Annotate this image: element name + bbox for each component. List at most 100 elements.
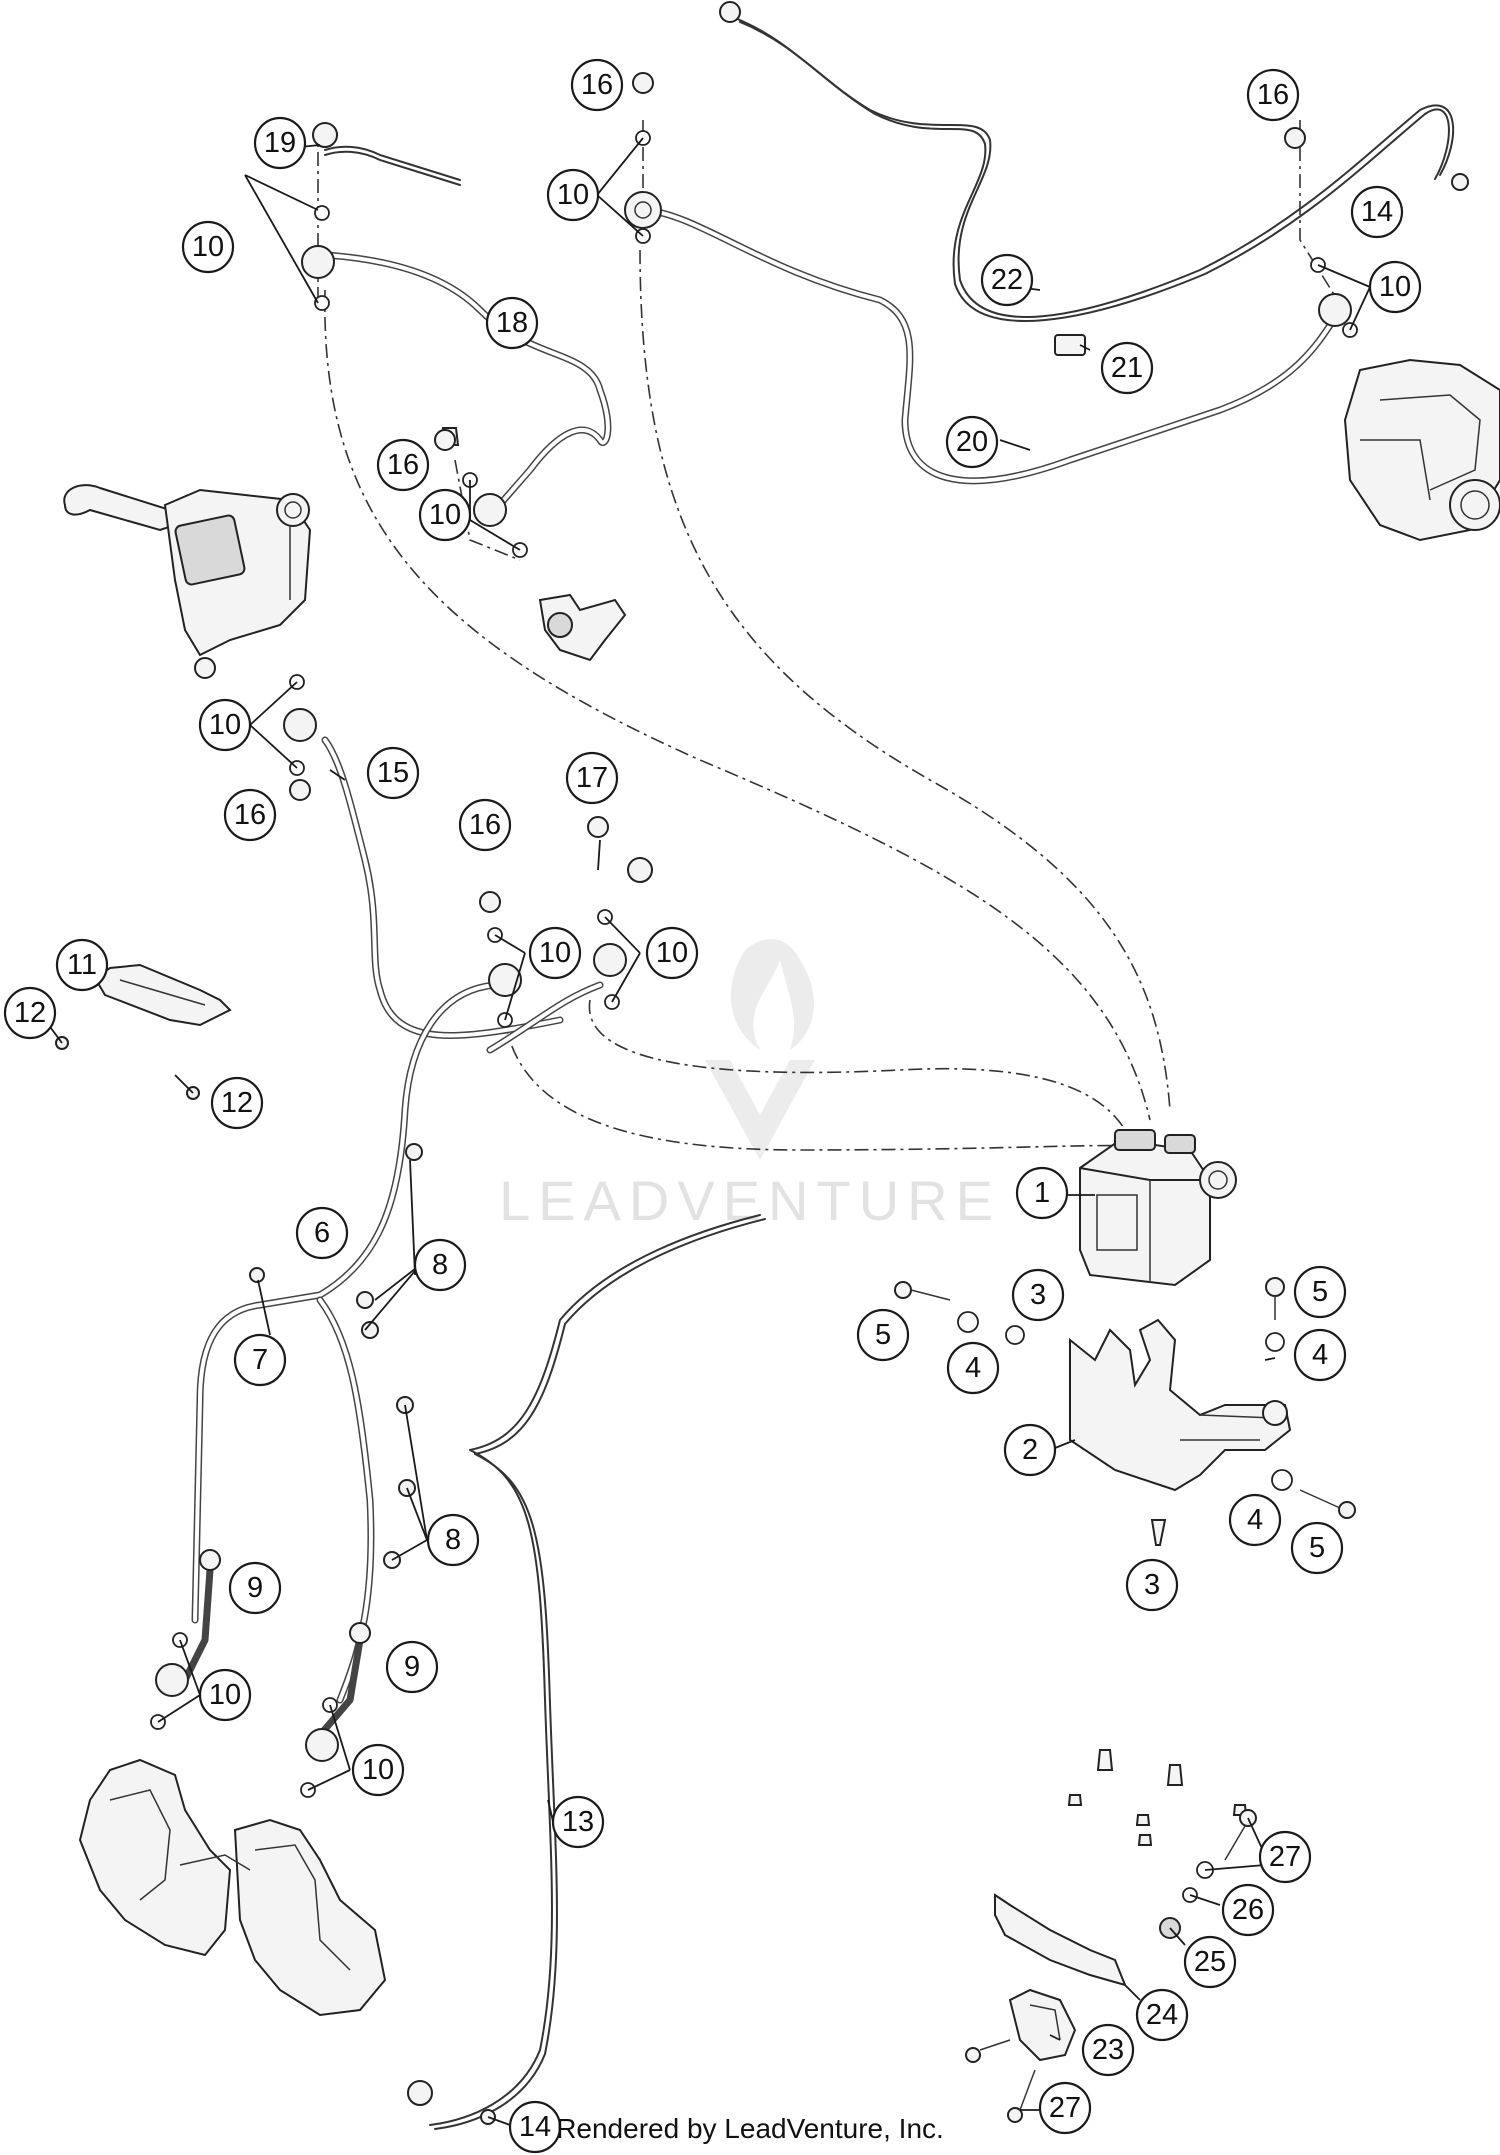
callout-8: 8 [426, 1513, 480, 1567]
callout-18: 18 [485, 296, 539, 350]
callout-10: 10 [546, 168, 600, 222]
svg-text:12: 12 [14, 997, 46, 1029]
callout-5: 5 [1293, 1265, 1347, 1319]
svg-text:27: 27 [1269, 1841, 1301, 1873]
svg-text:16: 16 [234, 799, 266, 831]
callout-10: 10 [198, 1668, 252, 1722]
svg-text:19: 19 [264, 127, 296, 159]
svg-text:3: 3 [1144, 1569, 1160, 1601]
svg-text:18: 18 [496, 307, 528, 339]
callout-14: 14 [1350, 185, 1404, 239]
svg-text:10: 10 [362, 1754, 394, 1786]
callout-5: 5 [1290, 1521, 1344, 1575]
callout-7: 7 [233, 1333, 287, 1387]
callout-1: 1 [1015, 1166, 1069, 1220]
callout-3: 3 [1011, 1268, 1065, 1322]
callout-10: 10 [418, 488, 472, 542]
callout-16: 16 [223, 788, 277, 842]
callout-16: 16 [1246, 68, 1300, 122]
watermark: LEADVENTURE [499, 939, 1001, 1232]
callout-2: 2 [1003, 1423, 1057, 1477]
callout-22: 22 [980, 253, 1034, 307]
footer-credit: Rendered by LeadVenture, Inc. [556, 2113, 944, 2144]
svg-text:2: 2 [1022, 1434, 1038, 1466]
callouts: 1 2 3 3 4 4 4 5 5 5 6 7 8 8 9 9 10 10 10… [3, 58, 1422, 2154]
svg-text:5: 5 [1312, 1276, 1328, 1308]
svg-text:4: 4 [965, 1352, 981, 1384]
callout-19: 19 [253, 116, 307, 170]
svg-text:26: 26 [1232, 1894, 1264, 1926]
svg-text:8: 8 [432, 1249, 448, 1281]
callout-17: 17 [565, 751, 619, 805]
svg-text:8: 8 [445, 1524, 461, 1556]
callout-10: 10 [528, 926, 582, 980]
svg-text:24: 24 [1146, 1999, 1178, 2031]
svg-text:9: 9 [404, 1651, 420, 1683]
svg-text:10: 10 [192, 231, 224, 263]
callout-5: 5 [856, 1308, 910, 1362]
callout-10: 10 [181, 220, 235, 274]
callout-4: 4 [1228, 1493, 1282, 1547]
callout-6: 6 [295, 1206, 349, 1260]
watermark-text: LEADVENTURE [499, 1169, 1001, 1232]
svg-text:14: 14 [519, 2111, 551, 2143]
callout-3: 3 [1125, 1558, 1179, 1612]
front-brake-caliper-upper [1343, 358, 1500, 542]
svg-text:10: 10 [557, 179, 589, 211]
callout-20: 20 [945, 415, 999, 469]
svg-text:3: 3 [1030, 1279, 1046, 1311]
svg-text:6: 6 [314, 1217, 330, 1249]
svg-text:17: 17 [576, 762, 608, 794]
callout-25: 25 [1183, 1935, 1237, 1989]
front-brake-calipers-lower [78, 1758, 387, 2017]
abs-bracket [1069, 1318, 1292, 1492]
sensor-wiring [317, 120, 1351, 1151]
callout-21: 21 [1100, 341, 1154, 395]
callout-24: 24 [1135, 1988, 1189, 2042]
callout-8: 8 [413, 1238, 467, 1292]
svg-text:4: 4 [1247, 1504, 1263, 1536]
callout-15: 15 [366, 746, 420, 800]
svg-text:16: 16 [469, 809, 501, 841]
callout-16: 16 [458, 798, 512, 852]
svg-text:12: 12 [221, 1087, 253, 1119]
svg-text:10: 10 [539, 937, 571, 969]
rear-abs-sensor-assembly [965, 1749, 1257, 2123]
callout-11: 11 [55, 938, 109, 992]
callout-27: 27 [1258, 1830, 1312, 1884]
svg-text:25: 25 [1194, 1946, 1226, 1978]
svg-text:5: 5 [875, 1319, 891, 1351]
svg-text:21: 21 [1111, 352, 1143, 384]
svg-text:20: 20 [956, 426, 988, 458]
callout-10: 10 [351, 1743, 405, 1797]
callout-26: 26 [1221, 1883, 1275, 1937]
svg-text:16: 16 [581, 69, 613, 101]
callout-9: 9 [228, 1561, 282, 1615]
callout-16: 16 [376, 438, 430, 492]
svg-text:14: 14 [1361, 196, 1393, 228]
svg-text:15: 15 [377, 757, 409, 789]
svg-text:7: 7 [252, 1344, 268, 1376]
callout-12: 12 [3, 986, 57, 1040]
svg-text:10: 10 [209, 709, 241, 741]
svg-text:27: 27 [1049, 2092, 1081, 2124]
svg-text:4: 4 [1312, 1339, 1328, 1371]
callout-14: 14 [508, 2100, 562, 2154]
callout-10: 10 [198, 698, 252, 752]
svg-text:13: 13 [562, 1806, 594, 1838]
svg-text:10: 10 [656, 937, 688, 969]
callout-9: 9 [385, 1640, 439, 1694]
svg-text:23: 23 [1092, 2034, 1124, 2066]
callout-13: 13 [551, 1795, 605, 1849]
svg-text:11: 11 [67, 949, 97, 981]
svg-text:10: 10 [429, 499, 461, 531]
callout-4: 4 [946, 1341, 1000, 1395]
callout-10: 10 [1368, 260, 1422, 314]
callout-27: 27 [1038, 2081, 1092, 2135]
svg-text:16: 16 [1257, 79, 1289, 111]
callout-12: 12 [210, 1076, 264, 1130]
svg-text:22: 22 [991, 264, 1023, 296]
front-brake-master-cylinder [63, 484, 312, 679]
abs-hydraulic-unit [1079, 1129, 1237, 1287]
